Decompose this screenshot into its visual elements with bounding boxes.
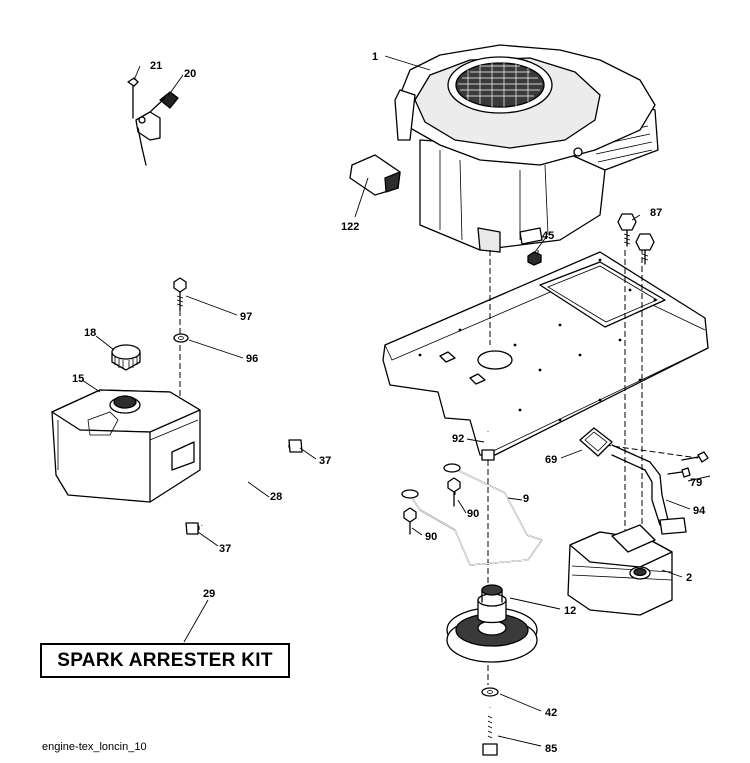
callout-94: 94 bbox=[693, 505, 706, 517]
callout-18: 18 bbox=[84, 327, 96, 339]
crankshaft-hardware-drawing bbox=[481, 687, 499, 756]
callout-12: 12 bbox=[564, 605, 576, 617]
fuel-tank-drawing bbox=[51, 389, 201, 503]
callout-21: 21 bbox=[150, 60, 162, 72]
callout-69: 69 bbox=[545, 454, 557, 466]
muffler-drawing bbox=[567, 524, 673, 616]
belt-guide-drawing bbox=[401, 463, 543, 566]
callout-2: 2 bbox=[686, 572, 692, 584]
callout-42: 42 bbox=[545, 707, 557, 719]
callout-37-upper: 37 bbox=[319, 455, 331, 467]
spark-arrester-kit-box: SPARK ARRESTER KIT bbox=[40, 643, 290, 678]
fuel-line-drawing bbox=[185, 439, 303, 535]
callout-9: 9 bbox=[523, 493, 529, 505]
exhaust-drawing bbox=[579, 427, 709, 535]
fuel-cap-drawing bbox=[111, 344, 141, 371]
callout-37-lower: 37 bbox=[219, 543, 231, 555]
leader-lines bbox=[81, 55, 711, 747]
callout-87: 87 bbox=[650, 207, 662, 219]
throttle-drawing bbox=[127, 77, 179, 166]
callout-79: 79 bbox=[690, 477, 702, 489]
assembly-lines bbox=[179, 248, 699, 685]
callout-labels: 1 2 9 12 15 18 20 21 28 29 37 37 42 45 6… bbox=[72, 51, 706, 755]
callout-122: 122 bbox=[341, 221, 359, 233]
diagram-caption: engine-tex_loncin_10 bbox=[42, 741, 147, 753]
callout-90-lower: 90 bbox=[425, 531, 437, 543]
callout-90-upper: 90 bbox=[467, 508, 479, 520]
callout-45: 45 bbox=[542, 230, 554, 242]
callout-28: 28 bbox=[270, 491, 282, 503]
callout-96: 96 bbox=[246, 353, 258, 365]
callout-20: 20 bbox=[184, 68, 196, 80]
engine-bracket-drawing bbox=[349, 154, 401, 196]
engine-bolts-drawing bbox=[527, 213, 655, 266]
callout-15: 15 bbox=[72, 373, 84, 385]
engine-drawing bbox=[394, 44, 659, 253]
frame-plate-drawing bbox=[382, 251, 709, 456]
callout-1: 1 bbox=[372, 51, 378, 63]
callout-85: 85 bbox=[545, 743, 557, 755]
callout-29: 29 bbox=[203, 588, 215, 600]
pulley-bolt-drawing bbox=[481, 431, 495, 461]
spark-arrester-kit-label: SPARK ARRESTER KIT bbox=[57, 649, 273, 671]
engine-pulley-drawing bbox=[446, 584, 538, 663]
callout-97: 97 bbox=[240, 311, 252, 323]
callout-92: 92 bbox=[452, 433, 464, 445]
tank-hardware-drawing bbox=[173, 277, 189, 343]
